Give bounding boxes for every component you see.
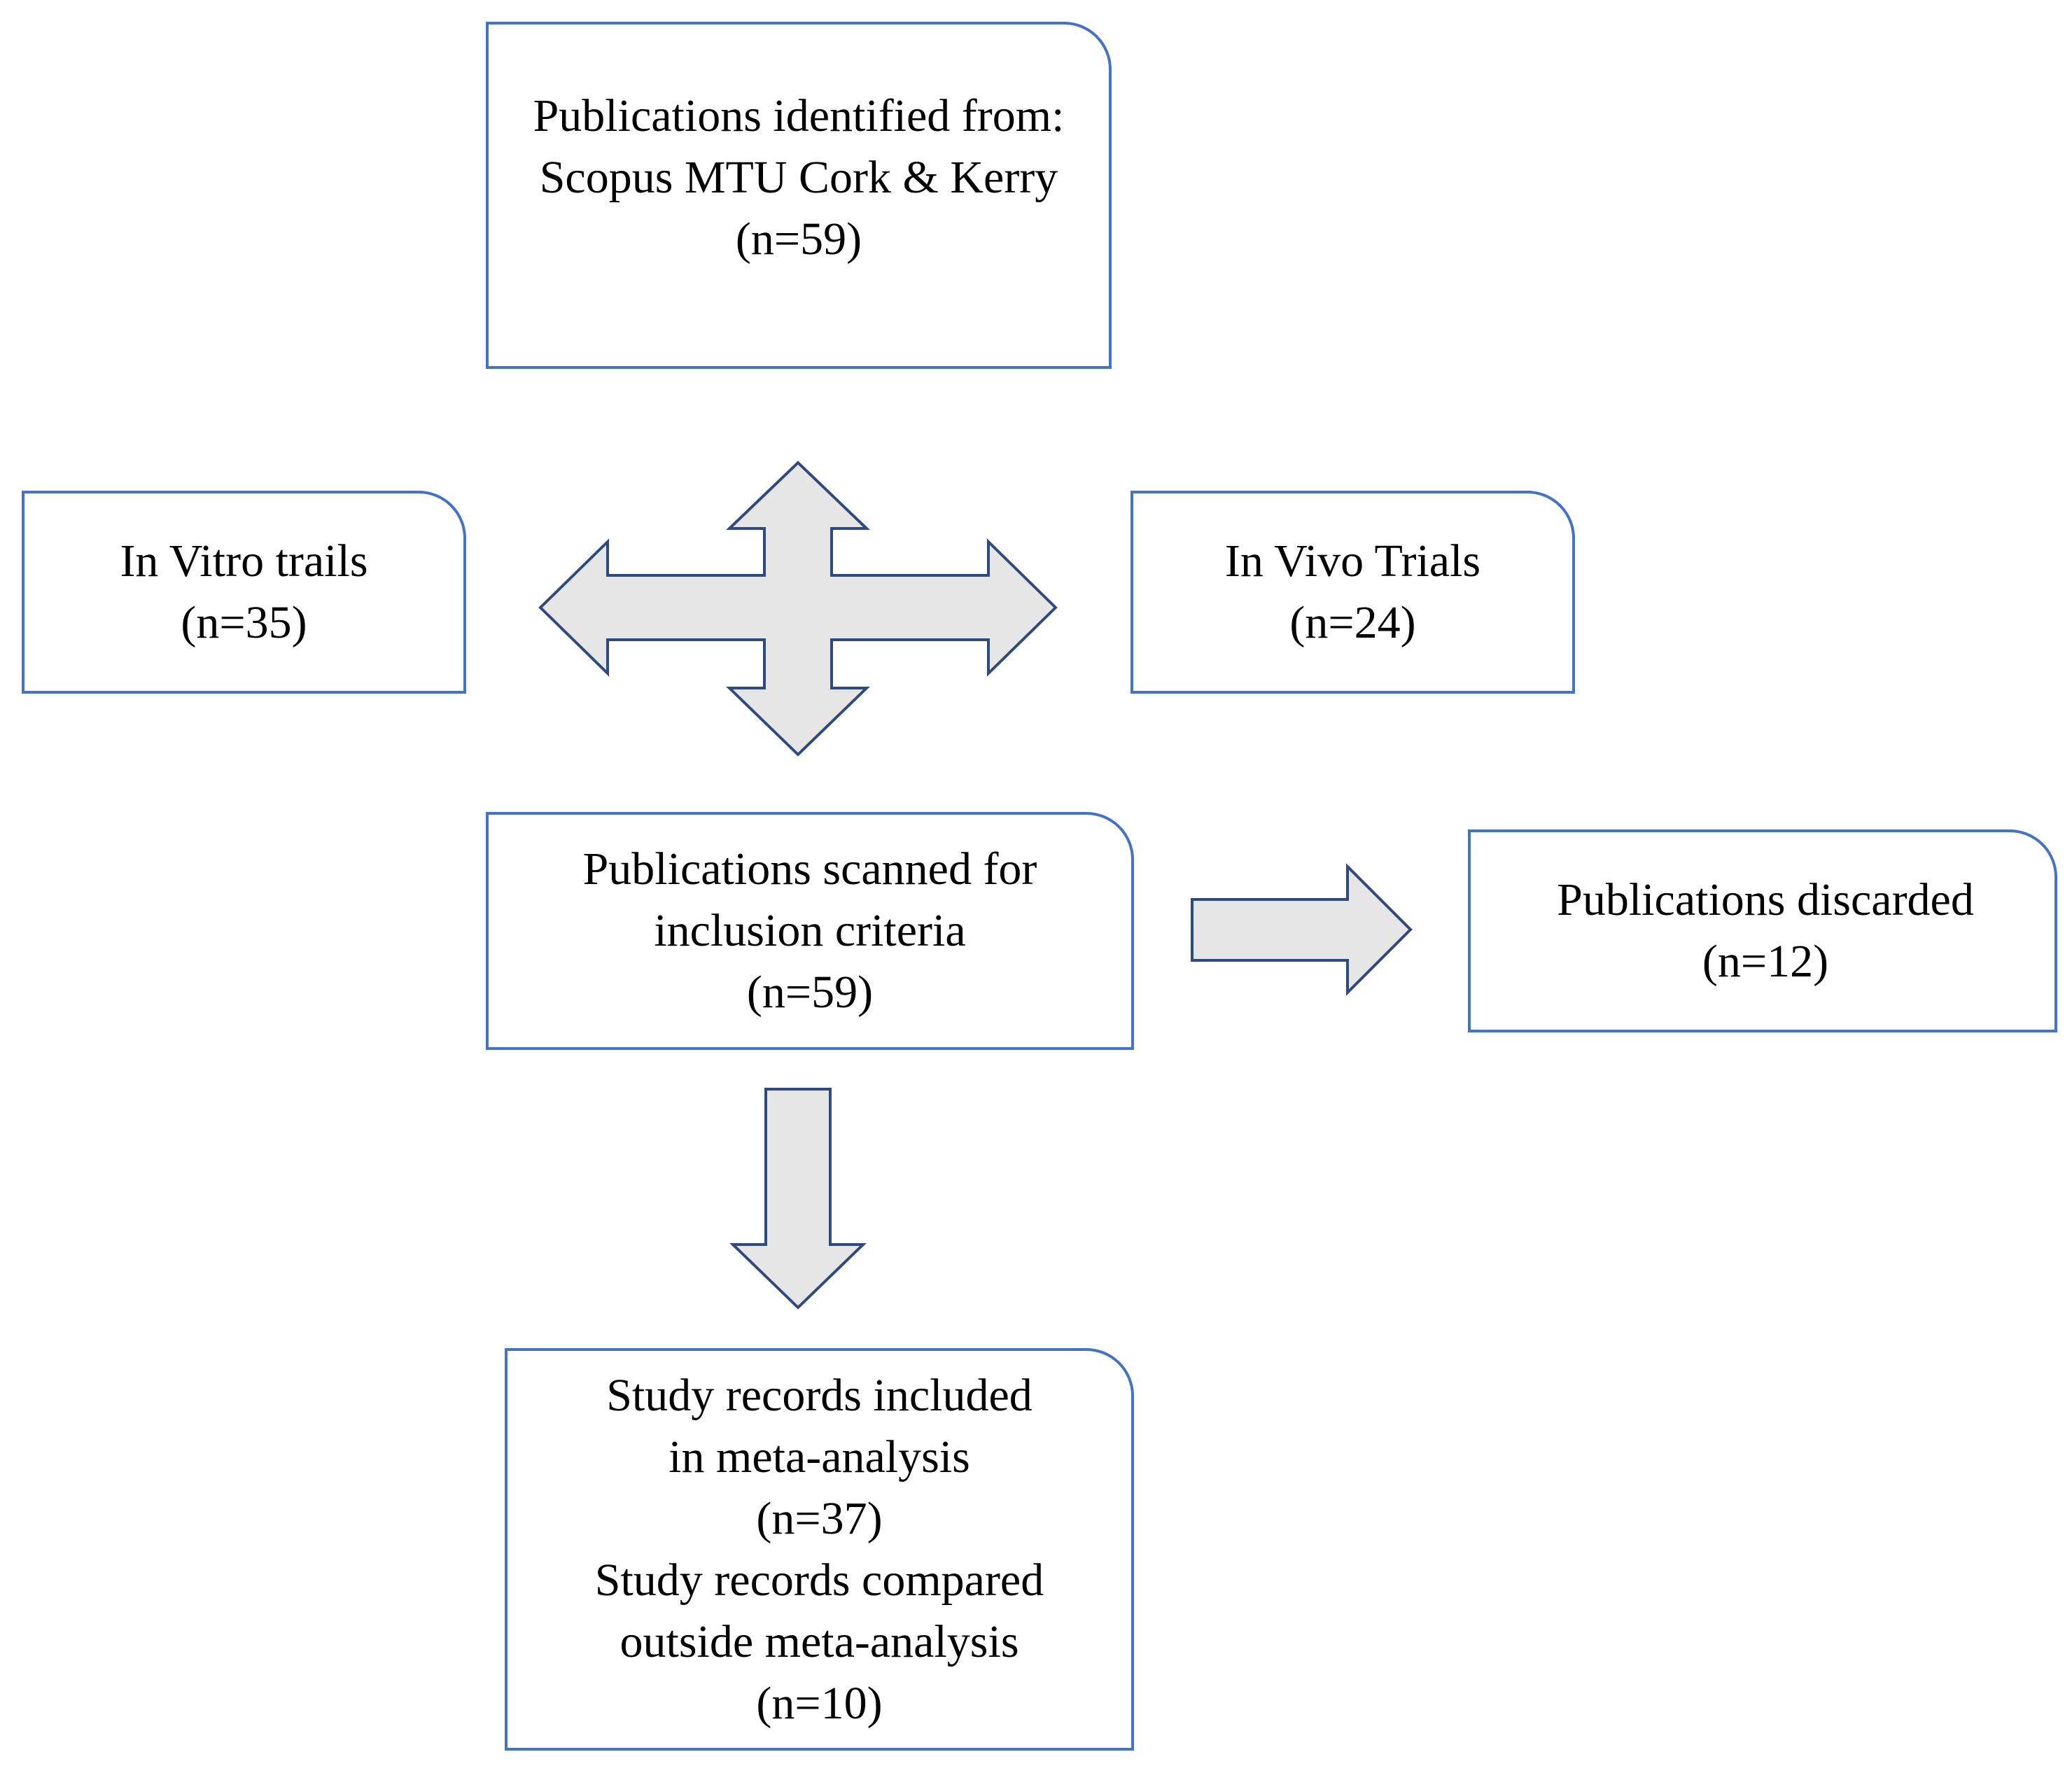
compared-line-1: Study records compared xyxy=(594,1554,1044,1606)
in-vitro-box: In Vitro trails (n=35) xyxy=(22,491,466,694)
identified-count: (n=59) xyxy=(735,213,862,265)
discarded-count: (n=12) xyxy=(1702,936,1829,987)
publications-discarded-box: Publications discarded (n=12) xyxy=(1468,829,2057,1032)
compared-line-2: outside meta-analysis xyxy=(620,1616,1019,1667)
scanned-line-1: Publications scanned for xyxy=(582,843,1037,895)
scanned-line-2: inclusion criteria xyxy=(654,905,966,956)
publications-identified-box: Publications identified from: Scopus MTU… xyxy=(486,22,1112,369)
included-line-1: Study records included xyxy=(606,1369,1032,1421)
arrow-to-included xyxy=(729,1088,867,1310)
included-count: (n=37) xyxy=(756,1492,883,1544)
in-vivo-label: In Vivo Trials xyxy=(1224,535,1481,587)
in-vitro-label: In Vitro trails xyxy=(120,535,368,587)
discarded-label: Publications discarded xyxy=(1557,874,1974,925)
scanned-count: (n=59) xyxy=(746,967,874,1018)
included-line-2: in meta-analysis xyxy=(668,1431,970,1483)
identified-line-2: Scopus MTU Cork & Kerry xyxy=(539,152,1058,203)
in-vivo-box: In Vivo Trials (n=24) xyxy=(1130,491,1575,694)
arrow-to-discarded xyxy=(1191,863,1413,996)
four-way-arrow xyxy=(538,461,1058,757)
in-vivo-count: (n=24) xyxy=(1289,597,1416,648)
in-vitro-count: (n=35) xyxy=(181,597,307,648)
publications-scanned-box: Publications scanned for inclusion crite… xyxy=(486,812,1134,1050)
study-records-box: Study records included in meta-analysis … xyxy=(505,1348,1134,1751)
identified-line-1: Publications identified from: xyxy=(533,90,1065,141)
compared-count: (n=10) xyxy=(756,1677,883,1729)
